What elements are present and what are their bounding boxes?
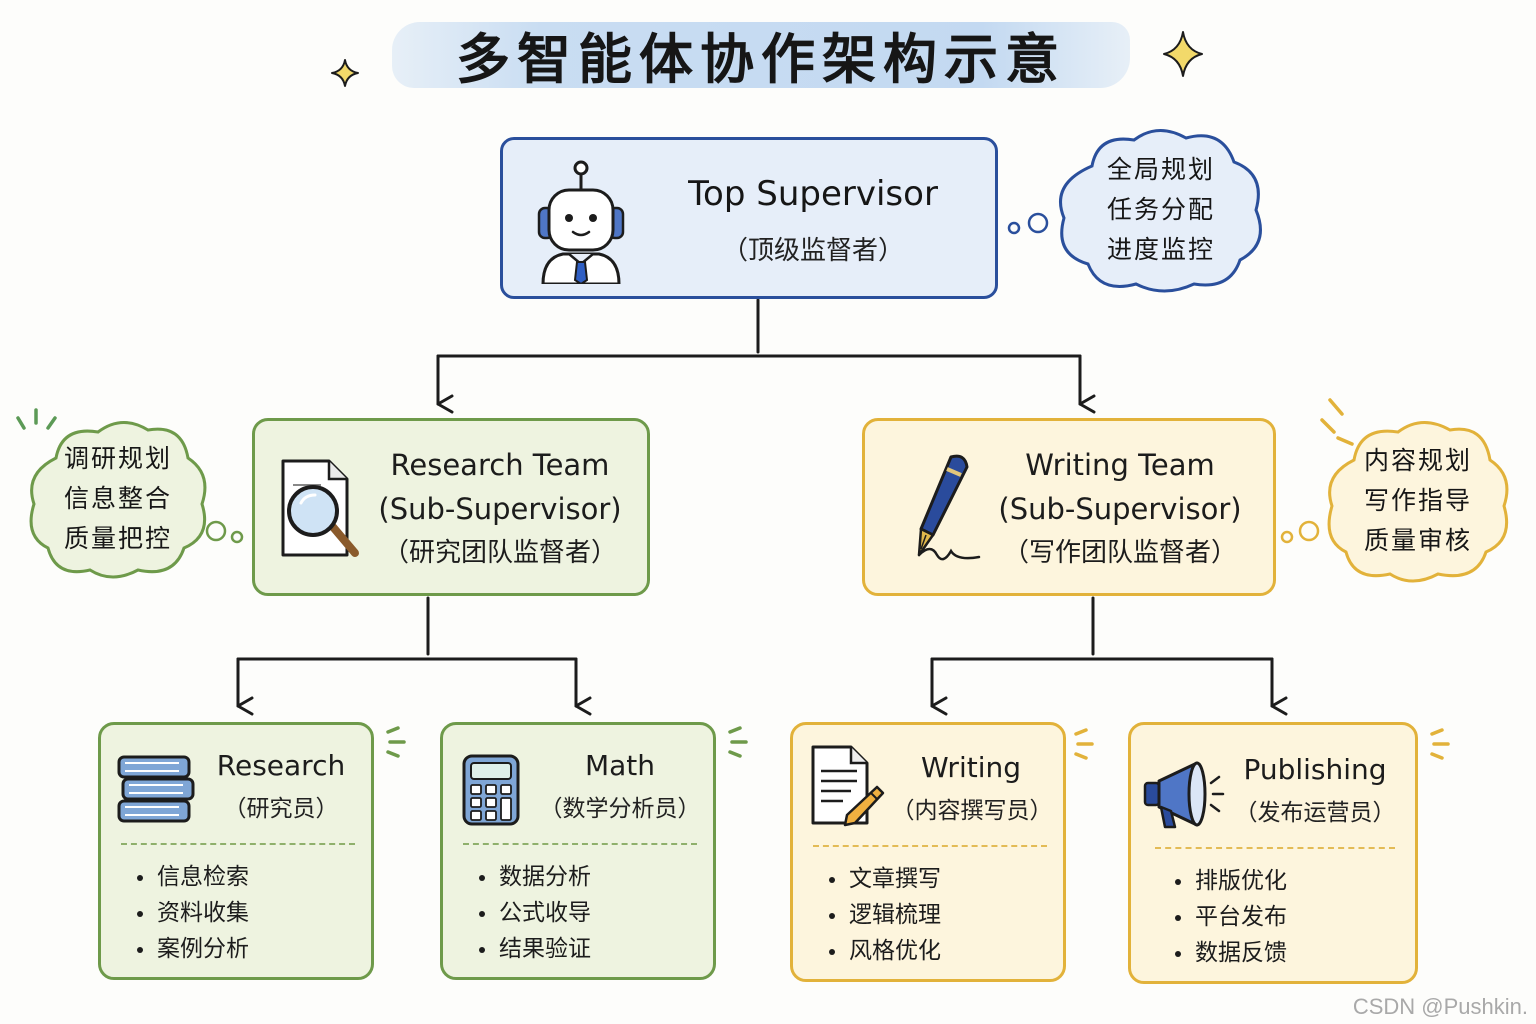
writing-team-node[interactable]: Writing Team (Sub-Supervisor) （写作团队监督者） [862, 418, 1276, 596]
research-worker-node[interactable]: Research （研究员） 信息检索 资料收集 案例分析 [98, 722, 374, 980]
top-supervisor-node[interactable]: Top Supervisor （顶级监督者） [500, 137, 998, 299]
watermark: CSDN @Pushkin. [1352, 994, 1528, 1019]
fountain-pen-icon [917, 454, 981, 561]
cloud-shape [1059, 129, 1262, 293]
divider [463, 843, 697, 845]
task-item: 公式收导 [479, 895, 591, 931]
math-worker-name: Math [584, 749, 656, 782]
research-team-name: Research Team [390, 448, 610, 482]
research-thought-dots [205, 520, 244, 544]
writing-team-notes-cloud: 内容规划 写作指导 质量审核 [1324, 418, 1512, 584]
note-item: 质量把控 [63, 524, 172, 553]
diagram-title: 多智能体协作架构示意 [456, 27, 1066, 91]
sparkle-icon [331, 59, 359, 87]
writing-team-name: Writing Team [1025, 448, 1215, 482]
sparkle-icon [1163, 31, 1203, 77]
research-team-node[interactable]: Research Team (Sub-Supervisor) （研究团队监督者） [252, 418, 650, 596]
research-worker-emphasis-marks [386, 726, 406, 758]
title-banner: 多智能体协作架构示意 [392, 16, 1130, 92]
top-supervisor-name: Top Supervisor [688, 174, 938, 214]
divider [813, 845, 1047, 847]
task-item: 数据反馈 [1175, 935, 1287, 971]
cloud-shape [29, 421, 207, 579]
research-worker-name: Research [216, 749, 346, 782]
math-worker-emphasis-marks [728, 726, 748, 758]
note-item: 进度监控 [1106, 235, 1215, 264]
top-supervisor-notes-cloud: 全局规划 任务分配 进度监控 [1052, 126, 1270, 294]
note-item: 调研规划 [63, 444, 172, 473]
math-worker-tasks: 数据分析 公式收导 结果验证 [479, 859, 591, 967]
divider [121, 843, 355, 845]
note-item: 任务分配 [1106, 195, 1215, 224]
publishing-worker-subtitle: （发布运营员） [1234, 800, 1396, 826]
writing-thought-dots [1280, 520, 1320, 544]
top-supervisor-subtitle: （顶级监督者） [721, 236, 904, 266]
research-worker-subtitle: （研究员） [223, 796, 339, 822]
task-item: 案例分析 [137, 931, 249, 967]
task-item: 风格优化 [829, 933, 941, 969]
math-worker-subtitle: （数学分析员） [539, 796, 701, 822]
writing-team-notes: 内容规划 写作指导 质量审核 [1324, 418, 1512, 584]
top-supervisor-notes: 全局规划 任务分配 进度监控 [1052, 126, 1270, 294]
note-item: 写作指导 [1363, 486, 1472, 515]
task-item: 结果验证 [479, 931, 591, 967]
note-item: 质量审核 [1363, 526, 1472, 555]
writing-team-role: (Sub-Supervisor) [998, 492, 1242, 526]
note-item: 全局规划 [1106, 155, 1215, 184]
robot-icon [537, 160, 625, 284]
title-highlight [392, 22, 1130, 88]
research-worker-tasks: 信息检索 资料收集 案例分析 [137, 859, 249, 967]
books-icon [117, 755, 195, 823]
publishing-worker-node[interactable]: Publishing （发布运营员） 排版优化 平台发布 数据反馈 [1128, 722, 1418, 984]
note-item: 内容规划 [1363, 446, 1472, 475]
task-item: 资料收集 [137, 895, 249, 931]
research-team-subtitle: （研究团队监督者） [382, 538, 617, 568]
divider [1155, 847, 1395, 849]
task-item: 文章撰写 [829, 861, 941, 897]
research-team-notes: 调研规划 信息整合 质量把控 [26, 418, 210, 580]
task-item: 数据分析 [479, 859, 591, 895]
cloud-shape [1327, 421, 1509, 583]
magnifier-document-icon [281, 459, 359, 557]
writing-team-subtitle: （写作团队监督者） [1002, 538, 1237, 568]
task-item: 逻辑梳理 [829, 897, 941, 933]
task-item: 排版优化 [1175, 863, 1287, 899]
note-item: 信息整合 [63, 484, 172, 513]
writing-worker-name: Writing [921, 751, 1021, 784]
math-worker-node[interactable]: Math （数学分析员） 数据分析 公式收导 结果验证 [440, 722, 716, 980]
task-item: 平台发布 [1175, 899, 1287, 935]
top-thought-dots [1007, 212, 1049, 235]
publishing-worker-tasks: 排版优化 平台发布 数据反馈 [1175, 863, 1287, 971]
research-team-role: (Sub-Supervisor) [378, 492, 622, 526]
task-item: 信息检索 [137, 859, 249, 895]
writing-worker-node[interactable]: Writing （内容撰写员） 文章撰写 逻辑梳理 风格优化 [790, 722, 1066, 982]
calculator-icon [462, 754, 520, 826]
writing-worker-subtitle: （内容撰写员） [891, 798, 1053, 824]
writing-worker-emphasis-marks [1074, 728, 1094, 760]
megaphone-icon [1143, 761, 1225, 829]
document-pencil-icon [811, 745, 885, 827]
writing-worker-tasks: 文章撰写 逻辑梳理 风格优化 [829, 861, 941, 969]
publishing-worker-emphasis-marks [1430, 728, 1450, 760]
research-team-notes-cloud: 调研规划 信息整合 质量把控 [26, 418, 210, 580]
publishing-worker-name: Publishing [1243, 753, 1387, 786]
